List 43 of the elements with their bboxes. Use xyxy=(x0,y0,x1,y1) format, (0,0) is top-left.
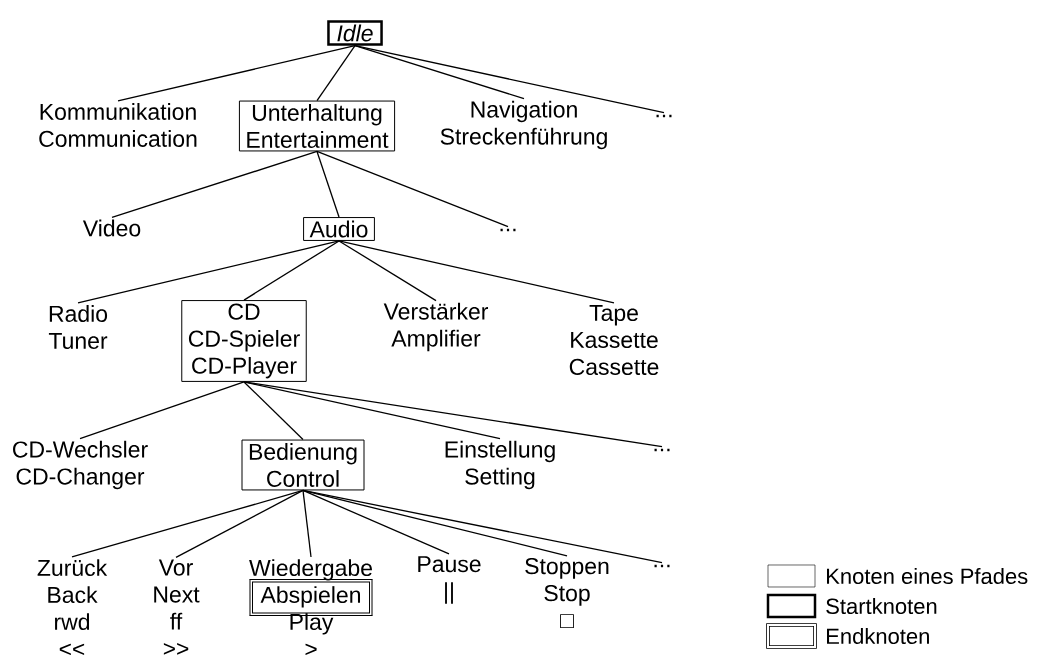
legend-label: Endknoten xyxy=(827,627,929,645)
connector-line xyxy=(71,489,304,558)
connector-line xyxy=(316,45,356,102)
node-label: Kommunikation Communication xyxy=(39,103,197,147)
node-label: CD-Wechsler CD-Changer xyxy=(13,440,148,490)
connector-line xyxy=(79,381,245,440)
node-label: Zurück Back rwd << xyxy=(37,559,108,655)
node-label: ... xyxy=(656,114,672,118)
connector-line xyxy=(243,381,304,441)
node-label: ... xyxy=(500,228,516,232)
connector-line xyxy=(338,240,437,302)
path-node-box: Audio xyxy=(303,217,375,241)
connector-line xyxy=(243,381,663,448)
connector-line xyxy=(302,489,450,555)
legend-label: Startknoten xyxy=(826,597,937,615)
node-label: Verstärker Amplifier xyxy=(383,302,489,352)
path-node-box: Bedienung Control xyxy=(241,439,365,491)
node-label: Pause || xyxy=(418,556,481,604)
connector-line xyxy=(302,489,312,558)
node-label: Einstellung Setting xyxy=(445,440,555,490)
node-label: Navigation Streckenführung xyxy=(440,100,607,150)
connector-line xyxy=(111,150,318,218)
node-label: Stoppen Stop □ xyxy=(525,557,609,628)
connector-line xyxy=(302,489,663,564)
path-node-box: Unterhaltung Entertainment xyxy=(238,100,396,152)
node-label: Vor Next ff >> xyxy=(154,559,200,655)
connector-line xyxy=(316,150,340,218)
connector-line xyxy=(117,45,356,102)
legend-label: Knoten eines Pfades xyxy=(827,567,1028,585)
path-node-box: CD CD-Spieler CD-Player xyxy=(181,300,307,382)
connector-line xyxy=(354,45,665,114)
connector-line xyxy=(316,150,509,228)
node-label: Tape Kassette Cassette xyxy=(569,304,659,375)
connector-line xyxy=(77,240,340,304)
node-label: Video xyxy=(82,219,141,237)
connector-line xyxy=(243,240,340,301)
connector-line xyxy=(338,240,615,304)
node-label: ... xyxy=(654,448,670,452)
connector-line xyxy=(175,489,304,559)
node-label: ... xyxy=(654,564,670,568)
start-node-box: Idle xyxy=(327,20,383,46)
node-label: Radio Tuner xyxy=(48,305,108,349)
connector-line xyxy=(354,45,525,100)
